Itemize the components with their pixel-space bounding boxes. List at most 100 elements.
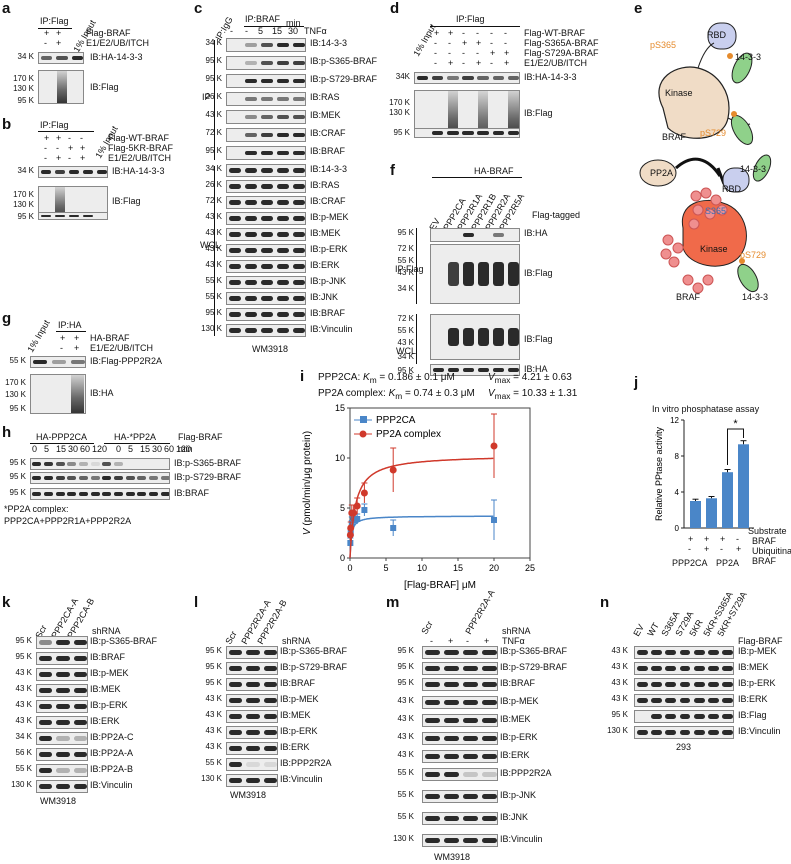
ib-label: IB:MEK: [280, 710, 311, 720]
text: PP2A complex:: [318, 388, 389, 399]
data-point: [390, 525, 397, 531]
row-label: Flag-WT-BRAF: [108, 133, 170, 143]
band: [246, 666, 260, 671]
ib-label: IB:MEK: [310, 110, 341, 120]
linker: [697, 42, 715, 69]
ptn-label: 14-3-3: [742, 292, 769, 302]
divider-line: [30, 443, 94, 444]
blot-strip: [430, 364, 520, 376]
band: [636, 650, 648, 655]
sign: -: [720, 544, 723, 554]
band: [263, 746, 277, 751]
blot-strip: [226, 774, 278, 787]
sign: -: [462, 58, 465, 68]
sign: -: [430, 636, 433, 646]
mw-marker: 95 K: [205, 662, 222, 671]
band: [507, 262, 519, 286]
ib-label: IB:Vinculin: [310, 324, 353, 334]
band: [636, 682, 648, 687]
ib-label: IB:ERK: [500, 750, 530, 760]
panel-label-b: b: [2, 116, 12, 133]
mw-marker: 95 K: [17, 96, 34, 105]
band: [244, 42, 258, 48]
sign: -: [44, 153, 47, 163]
band: [492, 131, 505, 135]
note: *PP2A complex:: [4, 504, 69, 514]
row-label: Flag-BRAF: [86, 28, 131, 38]
ubiquitin-mark: [660, 248, 672, 260]
band: [56, 640, 70, 645]
ip-label: IP:Flag: [40, 16, 69, 26]
mw-marker: 95 K: [611, 710, 628, 719]
text: max: [494, 391, 511, 401]
sign: +: [448, 58, 454, 68]
blot-strip: [36, 700, 88, 713]
lane-label: WT: [645, 620, 661, 638]
blot-strip: [226, 110, 306, 124]
blot-strip: [36, 636, 88, 649]
band: [292, 78, 305, 84]
band: [32, 492, 42, 496]
sign: +: [720, 534, 726, 544]
band: [102, 462, 112, 466]
mw-marker: 43 K: [205, 710, 222, 719]
band: [462, 131, 474, 135]
band: [73, 672, 87, 677]
ubiquitin-smear: [55, 187, 65, 219]
sign: -: [60, 343, 63, 353]
band: [79, 492, 88, 496]
sign: +: [504, 48, 510, 58]
band: [416, 76, 429, 80]
divider-line: [416, 314, 417, 364]
sign: +: [44, 133, 50, 143]
band: [482, 838, 497, 843]
row-label: BRAF: [752, 536, 777, 546]
ib-label: IB:p-S365-BRAF: [500, 646, 568, 656]
blot-strip: [634, 710, 734, 723]
data-point: [491, 517, 497, 523]
band: [425, 700, 440, 705]
band: [73, 720, 87, 725]
band: [665, 650, 677, 655]
ib-label: IB:HA-14-3-3: [524, 72, 577, 82]
band: [260, 328, 274, 333]
mw-marker: 43 K: [205, 244, 222, 253]
y-tick-label: 4: [675, 488, 680, 497]
band: [463, 682, 478, 687]
time: 5: [128, 444, 134, 454]
ptn-label: 14-3-3: [735, 52, 762, 62]
mw-marker: 55 K: [15, 764, 32, 773]
ib-label: IB:p-ERK: [738, 678, 776, 688]
ib-label: IB:ERK: [280, 742, 310, 752]
group-label: HA-BRAF: [474, 166, 514, 176]
mw-marker: 43 K: [397, 696, 414, 705]
blot-strip: [226, 324, 306, 337]
kinetics-line-1: PPP2CA: Km = 0.186 ± 0.1 μM: [318, 372, 455, 385]
mw-marker: 130 K: [5, 390, 26, 399]
ib-label: IB:BRAF: [310, 146, 346, 156]
sign: -: [68, 153, 71, 163]
band: [39, 672, 53, 677]
mw-marker: 95 K: [397, 646, 414, 655]
band: [708, 730, 719, 735]
blot-strip: [634, 726, 734, 739]
input-label: 1% Input: [25, 318, 52, 354]
time: 30: [68, 444, 79, 454]
ib-label: IB:PP2A-C: [90, 732, 134, 742]
mw-marker: 95 K: [15, 636, 32, 645]
band: [693, 714, 705, 719]
mw-marker: 43 K: [15, 684, 32, 693]
band: [114, 462, 123, 466]
ib-label: IB:MEK: [90, 684, 121, 694]
blot-strip: [36, 652, 88, 665]
band: [462, 328, 475, 346]
band: [482, 666, 497, 671]
band: [260, 96, 274, 102]
text: K: [388, 388, 396, 399]
ib-label: IB:ERK: [310, 260, 340, 270]
band: [260, 312, 274, 317]
blot-strip: [226, 758, 278, 771]
mw-marker: 95 K: [205, 308, 222, 317]
blot-strip: [414, 128, 520, 138]
x-tick-label: 20: [489, 563, 499, 573]
